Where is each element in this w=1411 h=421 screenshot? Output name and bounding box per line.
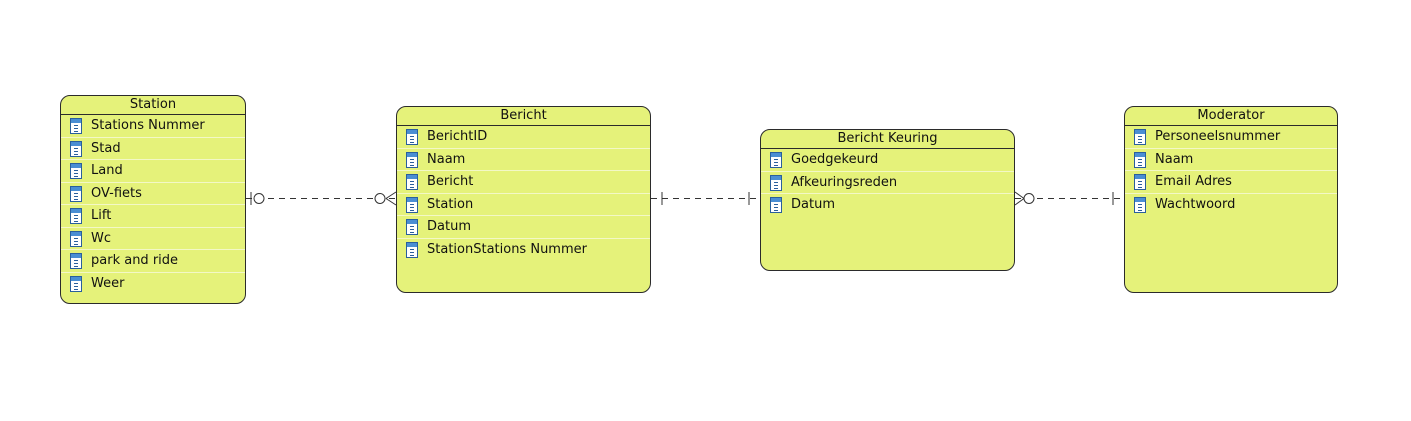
attribute-list: Goedgekeurd Afkeuringsreden Datum [761, 149, 1014, 217]
zero-marker [1023, 193, 1035, 204]
zero-marker [253, 193, 265, 204]
attribute-row[interactable]: Wc [61, 228, 245, 250]
entity-bericht[interactable]: Bericht BerichtID Naam Bericht Station D… [396, 106, 651, 293]
column-icon [1134, 174, 1146, 190]
column-icon [70, 163, 82, 179]
column-icon [406, 174, 418, 190]
attribute-label: Weer [91, 275, 125, 291]
attribute-row[interactable]: Naam [1125, 149, 1337, 171]
entity-title: Bericht [397, 107, 650, 126]
column-icon [70, 230, 82, 247]
attribute-row[interactable]: Personeelsnummer [1125, 126, 1337, 149]
column-icon [1134, 151, 1146, 168]
attribute-list: Stations Nummer Stad Land OV-fiets Lift … [61, 115, 245, 295]
attribute-label: Goedgekeurd [791, 152, 879, 167]
column-icon [70, 185, 82, 202]
entity-bericht-keuring[interactable]: Bericht Keuring Goedgekeurd Afkeuringsre… [760, 129, 1015, 271]
relationship-bericht-bericht-keuring[interactable] [651, 192, 760, 205]
attribute-row[interactable]: Wachtwoord [1125, 194, 1337, 217]
entity-title: Moderator [1125, 107, 1337, 126]
attribute-row[interactable]: Datum [761, 194, 1014, 217]
column-icon [1134, 129, 1146, 145]
attribute-row[interactable]: park and ride [61, 250, 245, 273]
column-icon [70, 140, 82, 157]
attribute-row[interactable]: Goedgekeurd [761, 149, 1014, 172]
column-icon [406, 129, 418, 145]
attribute-label: Wc [91, 230, 112, 246]
column-icon [70, 275, 82, 292]
attribute-label: Stad [91, 140, 121, 156]
attribute-row[interactable]: Afkeuringsreden [761, 172, 1014, 194]
attribute-label: Stations Nummer [91, 118, 205, 133]
crowfoot-marker [1014, 191, 1025, 199]
column-icon [770, 174, 782, 191]
attribute-label: Datum [791, 197, 835, 212]
zero-marker [374, 193, 386, 204]
entity-title: Station [61, 96, 245, 115]
attribute-label: OV-fiets [91, 185, 142, 201]
attribute-label: Datum [427, 219, 471, 234]
entity-moderator[interactable]: Moderator Personeelsnummer Naam Email Ad… [1124, 106, 1338, 293]
attribute-label: StationStations Nummer [427, 241, 587, 257]
attribute-row[interactable]: BerichtID [397, 126, 650, 149]
attribute-label: Naam [1155, 151, 1194, 167]
attribute-label: Naam [427, 151, 466, 167]
attribute-row[interactable]: Lift [61, 205, 245, 228]
attribute-label: Afkeuringsreden [791, 174, 898, 190]
attribute-label: Wachtwoord [1155, 196, 1236, 212]
attribute-row[interactable]: Bericht [397, 171, 650, 194]
attribute-row[interactable]: Weer [61, 273, 245, 296]
attribute-label: park and ride [91, 253, 179, 268]
attribute-label: Personeelsnummer [1155, 129, 1281, 144]
column-icon [1134, 196, 1146, 213]
entity-station[interactable]: Station Stations Nummer Stad Land OV-fie… [60, 95, 246, 304]
crowfoot-marker [385, 198, 397, 206]
attribute-label: Email Adres [1155, 174, 1232, 189]
attribute-row[interactable]: Stad [61, 138, 245, 160]
column-icon [770, 197, 782, 213]
column-icon [70, 118, 82, 134]
attribute-row[interactable]: Station [397, 194, 650, 216]
column-icon [70, 208, 82, 224]
column-icon [770, 152, 782, 168]
relationship-station-bericht[interactable] [246, 191, 397, 206]
attribute-row[interactable]: Datum [397, 216, 650, 239]
crowfoot-marker [1014, 198, 1025, 206]
attribute-row[interactable]: Naam [397, 149, 650, 171]
column-icon [70, 253, 82, 269]
attribute-label: Lift [91, 208, 112, 223]
attribute-row[interactable]: OV-fiets [61, 183, 245, 205]
relationship-bericht-keuring-moderator[interactable] [1014, 191, 1124, 206]
column-icon [406, 219, 418, 235]
attribute-list: Personeelsnummer Naam Email Adres Wachtw… [1125, 126, 1337, 216]
attribute-label: Station [427, 196, 474, 212]
attribute-row[interactable]: Land [61, 160, 245, 183]
column-icon [406, 151, 418, 168]
entity-title: Bericht Keuring [761, 130, 1014, 149]
attribute-row[interactable]: Email Adres [1125, 171, 1337, 194]
attribute-row[interactable]: StationStations Nummer [397, 239, 650, 262]
column-icon [406, 241, 418, 258]
attribute-label: Land [91, 163, 123, 178]
column-icon [406, 196, 418, 213]
crowfoot-marker [385, 191, 397, 199]
attribute-list: BerichtID Naam Bericht Station Datum Sta… [397, 126, 650, 261]
attribute-row[interactable]: Stations Nummer [61, 115, 245, 138]
attribute-label: BerichtID [427, 129, 488, 144]
attribute-label: Bericht [427, 174, 474, 189]
